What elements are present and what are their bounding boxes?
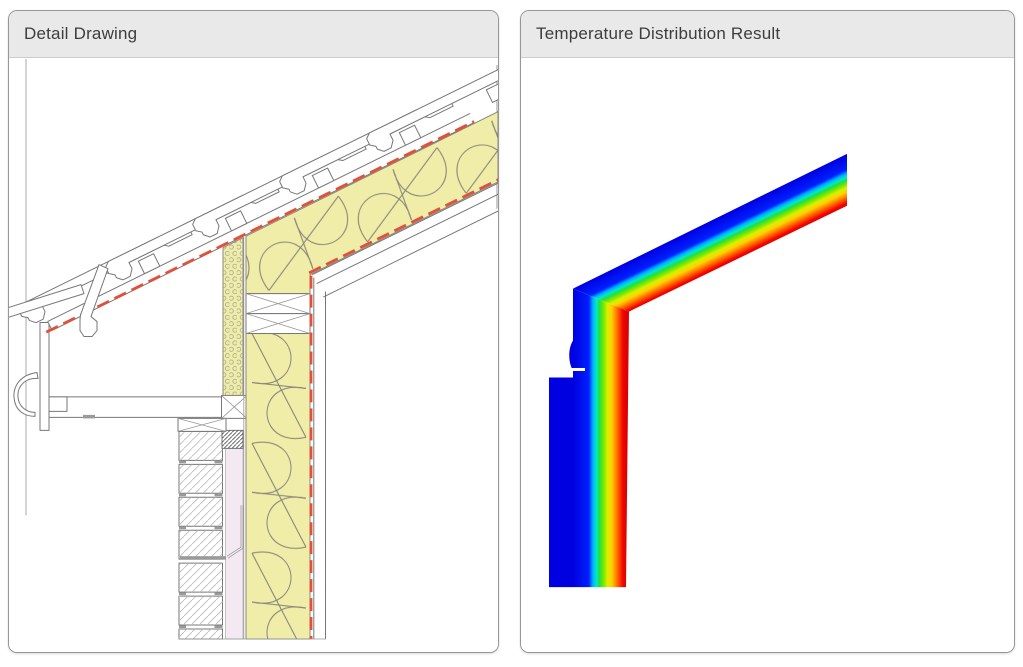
panel-title: Detail Drawing [9, 11, 498, 58]
mortar-joint-ticks [179, 460, 223, 629]
thermal-canvas [521, 58, 1014, 652]
panel-temperature-result: Temperature Distribution Result [520, 10, 1015, 653]
thermal-svg [549, 153, 847, 588]
batten [137, 253, 161, 275]
batten [485, 81, 498, 103]
wall-plate-boxes [177, 394, 248, 432]
ceiling-boards [312, 181, 498, 298]
thermal-white-tick [571, 367, 585, 371]
detail-drawing-svg [9, 58, 498, 640]
detail-drawing-canvas [9, 58, 498, 652]
panel-title: Temperature Distribution Result [521, 11, 1014, 58]
wall-assembly [177, 394, 248, 640]
plaster-layer [225, 447, 244, 640]
soffit-vent-tick [83, 414, 95, 419]
batten [224, 210, 248, 232]
sarking-board [47, 113, 475, 331]
soffit-end-box [48, 396, 68, 412]
fascia-board [39, 322, 50, 431]
eaves-tile-upper [79, 264, 109, 338]
roof-vapor-barrier [308, 177, 498, 275]
thermal-wall-band [549, 288, 629, 588]
battens-and-tiles [18, 58, 498, 324]
lintel-hatch [222, 430, 243, 449]
sarking-membrane [45, 120, 475, 334]
flashing-profile [180, 505, 244, 560]
roof-assembly [18, 58, 498, 334]
eaves-assembly [13, 322, 222, 431]
thermal-roof-band [573, 153, 847, 312]
eaves-tile-lower [9, 284, 85, 318]
batten [398, 124, 422, 146]
head-binder-boxes [245, 293, 311, 335]
panel-detail-drawing: Detail Drawing [8, 10, 499, 653]
roof-tile [366, 58, 498, 152]
batten [311, 167, 335, 189]
gutter [13, 371, 39, 417]
eaves-tiles [9, 264, 109, 338]
insulation-layers [222, 111, 498, 640]
masonry-blocks [178, 430, 223, 640]
